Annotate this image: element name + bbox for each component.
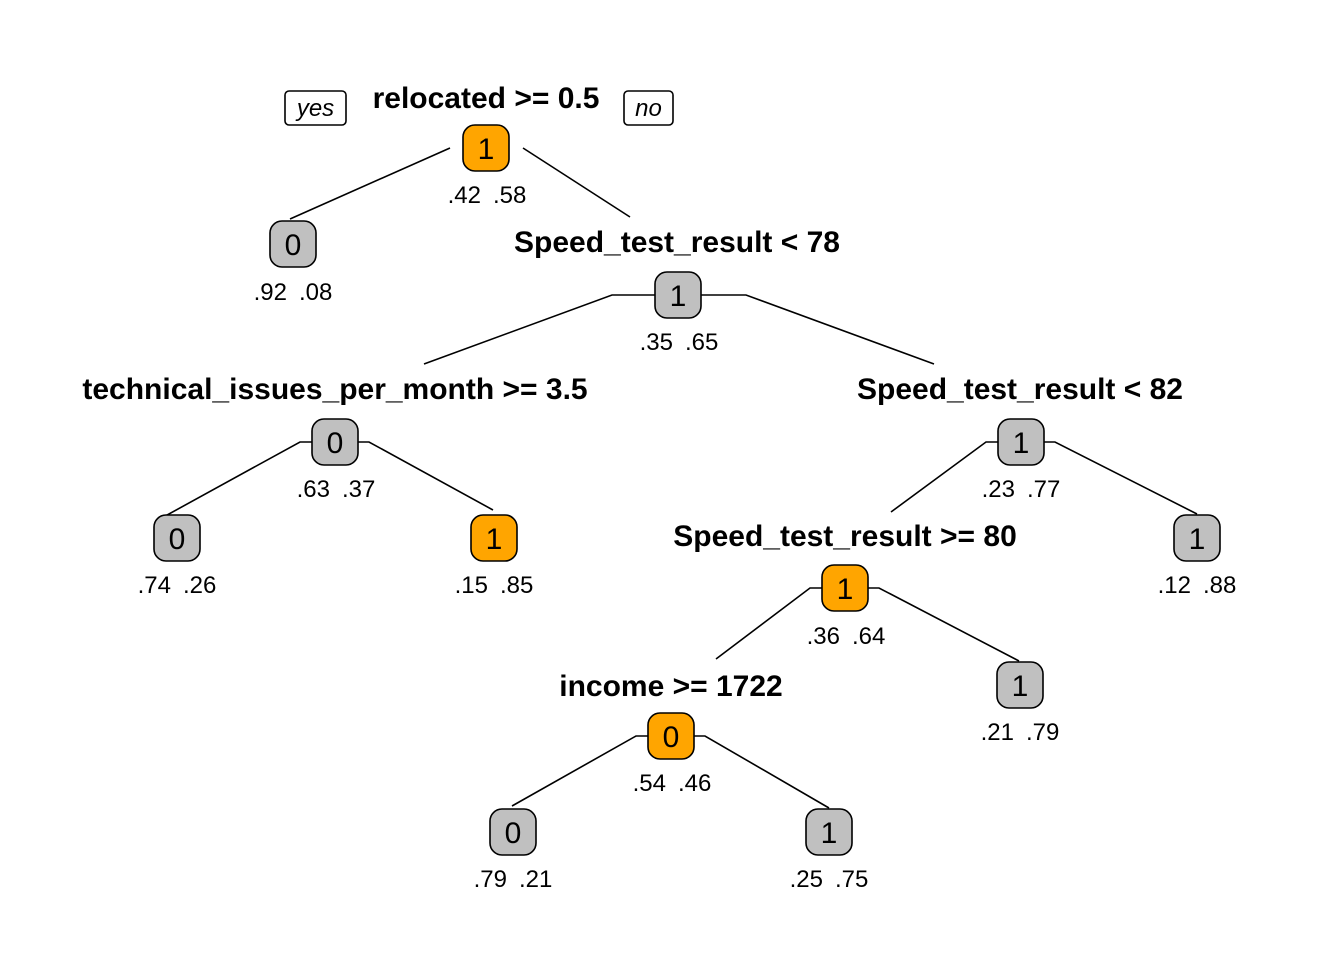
node-box	[821, 564, 869, 612]
edge-income-left	[511, 735, 649, 807]
edge-root-left	[289, 147, 451, 220]
split-label-root: relocated >= 0.5	[373, 82, 600, 115]
tree-node: 0 .92.08	[254, 220, 333, 306]
tree-node: 1 .23.77	[982, 418, 1061, 503]
tree-node: 1 .36.64	[807, 564, 886, 650]
split-label-income: income >= 1722	[559, 670, 782, 703]
split-label-speed82: Speed_test_result < 82	[857, 373, 1183, 406]
node-box	[997, 418, 1045, 466]
node-box	[153, 514, 201, 562]
edge-speed80-right	[866, 587, 1020, 662]
node-probabilities: .92.08	[254, 279, 333, 306]
node-box	[805, 808, 853, 856]
node-class: 0	[285, 229, 302, 262]
edge-income-right	[692, 735, 830, 809]
node-probabilities: .63.37	[297, 476, 376, 503]
svg-text:no: no	[635, 95, 662, 122]
edge-root-right	[522, 147, 631, 218]
node-box	[1173, 514, 1221, 562]
node-class: 1	[486, 523, 503, 556]
tree-node: 0 .79.21	[474, 808, 553, 893]
node-box	[654, 271, 702, 319]
tree-node: 0 .74.26	[138, 514, 217, 599]
node-box	[489, 808, 537, 856]
split-label-speed78: Speed_test_result < 78	[514, 226, 840, 259]
edge-speed82-left	[890, 441, 999, 513]
node-class: 1	[478, 133, 495, 166]
node-box	[311, 418, 359, 466]
edge-speed78-right	[700, 294, 935, 365]
tree-edges	[157, 147, 1198, 809]
edge-tech-right	[356, 441, 494, 511]
node-class: 1	[670, 280, 687, 313]
node-probabilities: .42.58	[448, 182, 527, 209]
svg-text:yes: yes	[295, 95, 334, 122]
node-box	[996, 661, 1044, 709]
node-probabilities: .12.88	[1158, 572, 1237, 599]
edge-tech-left	[157, 441, 313, 521]
split-label-tech: technical_issues_per_month >= 3.5	[82, 373, 587, 406]
no-label: no	[623, 90, 674, 126]
node-class: 1	[1189, 523, 1206, 556]
edge-speed82-right	[1042, 441, 1198, 515]
node-probabilities: .74.26	[138, 572, 217, 599]
node-class: 1	[821, 817, 838, 850]
node-box	[462, 124, 510, 172]
yes-label: yes	[284, 90, 347, 126]
node-box	[470, 514, 518, 562]
node-probabilities: .23.77	[982, 476, 1061, 503]
node-probabilities: .15.85	[455, 572, 534, 599]
node-probabilities: .54.46	[633, 770, 712, 797]
node-probabilities: .35.65	[640, 329, 719, 356]
node-class: 0	[327, 427, 344, 460]
node-class: 0	[505, 817, 522, 850]
tree-node: 1 .21.79	[981, 661, 1060, 746]
split-label-speed80: Speed_test_result >= 80	[673, 520, 1017, 553]
tree-node: 1 .42.58	[448, 124, 527, 209]
node-probabilities: .36.64	[807, 623, 886, 650]
tree-node: 1 .25.75	[790, 808, 869, 893]
node-probabilities: .79.21	[474, 866, 553, 893]
tree-node: 0 .54.46	[633, 712, 712, 797]
node-class: 1	[837, 573, 854, 606]
node-probabilities: .25.75	[790, 866, 869, 893]
tree-node: 0 .63.37	[297, 418, 376, 503]
node-class: 1	[1013, 427, 1030, 460]
tree-node: 1 .12.88	[1158, 514, 1237, 599]
edge-speed80-left	[715, 587, 823, 660]
edge-speed78-left	[423, 294, 657, 365]
node-class: 1	[1012, 670, 1029, 703]
node-class: 0	[663, 721, 680, 754]
node-class: 0	[169, 523, 186, 556]
tree-node: 1 .35.65	[640, 271, 719, 356]
tree-node: 1 .15.85	[455, 514, 534, 599]
node-box	[647, 712, 695, 760]
node-probabilities: .21.79	[981, 719, 1060, 746]
node-box	[269, 220, 317, 268]
